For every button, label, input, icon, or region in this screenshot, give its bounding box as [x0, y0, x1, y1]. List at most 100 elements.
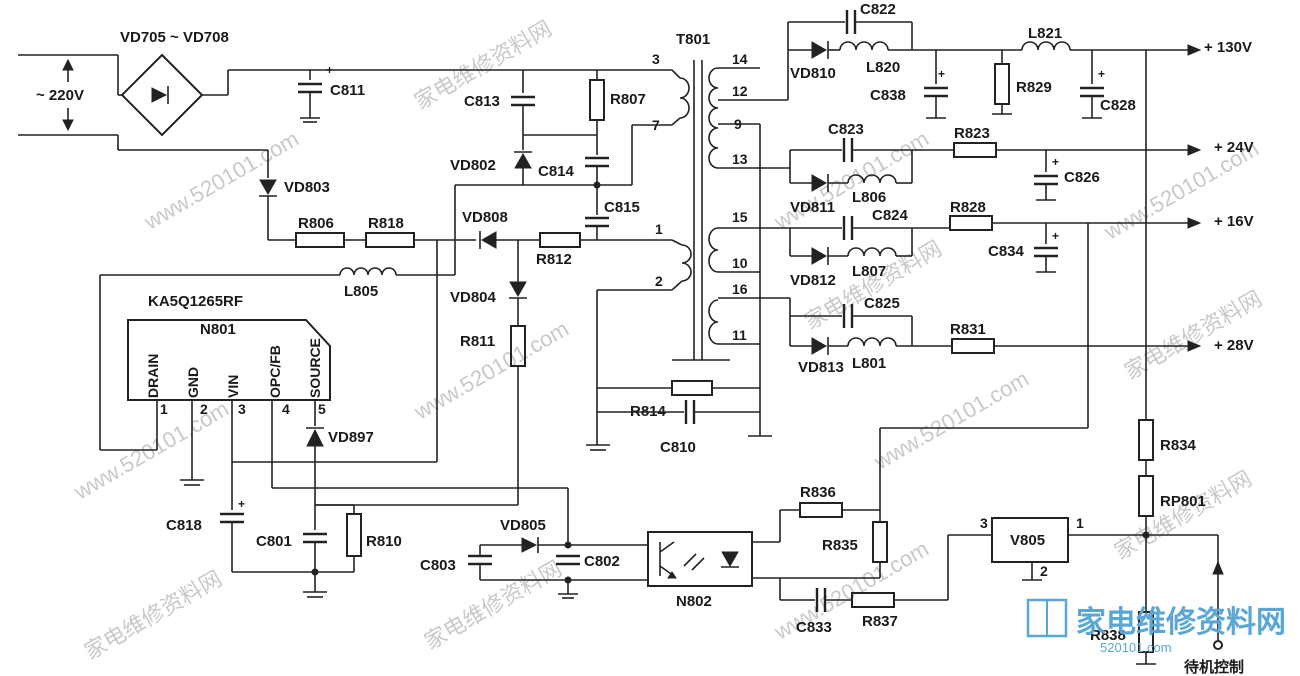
svg-text:C838: C838 [870, 87, 906, 104]
svg-text:VD813: VD813 [798, 359, 844, 376]
svg-text:1: 1 [1076, 515, 1084, 531]
watermark-text: 家电维修资料网 [1120, 286, 1266, 385]
ic-ref-label: N801 [200, 321, 236, 338]
c823: C823 [828, 121, 864, 162]
svg-text:L805: L805 [344, 283, 378, 300]
svg-text:+: + [938, 67, 945, 81]
svg-text:R818: R818 [368, 215, 404, 232]
svg-text:GND: GND [185, 367, 201, 398]
svg-text:C826: C826 [1064, 169, 1100, 186]
c811: + C811 [298, 63, 365, 123]
svg-text:C813: C813 [464, 93, 500, 110]
r807: R807 [589, 79, 646, 121]
svg-text:R811: R811 [460, 333, 495, 350]
svg-text:VD812: VD812 [790, 272, 836, 289]
c822: C822 [845, 1, 896, 34]
svg-text:R828: R828 [950, 199, 986, 216]
svg-text:3: 3 [980, 515, 988, 531]
svg-text:VD808: VD808 [462, 209, 508, 226]
svg-text:VD802: VD802 [450, 157, 496, 174]
vd805: VD805 [500, 517, 546, 553]
svg-text:C803: C803 [420, 557, 456, 574]
r814: R814 [630, 380, 713, 420]
svg-text:R829: R829 [1016, 79, 1052, 96]
svg-text:C833: C833 [796, 619, 832, 636]
svg-text:5: 5 [318, 401, 326, 417]
watermark-text: 家电维修资料网 [80, 566, 226, 665]
c803: C803 [420, 554, 492, 574]
svg-text:C810: C810 [660, 439, 696, 456]
vd810: VD810 [790, 41, 836, 82]
svg-text:C814: C814 [538, 163, 575, 180]
svg-text:家电维修资料网: 家电维修资料网 [1076, 605, 1286, 640]
c813: C813 [464, 93, 535, 110]
svg-text:15: 15 [732, 209, 748, 225]
svg-text:11: 11 [732, 327, 747, 343]
vd813: VD813 [798, 337, 844, 376]
watermark-layer: 家电维修资料网 www.520101.com www.520101.com ww… [69, 16, 1266, 665]
watermark-text: www.520101.com [869, 366, 1033, 475]
vd897: VD897 [306, 427, 374, 447]
standby-control-label: 待机控制 [1184, 658, 1244, 676]
svg-text:T801: T801 [676, 31, 710, 48]
svg-text:2: 2 [1040, 563, 1048, 579]
c814: C814 [538, 156, 609, 180]
svg-text:C834: C834 [988, 243, 1025, 260]
transformer-t801: T801 3 7 1 2 14 12 9 13 15 10 1 [652, 31, 760, 361]
svg-text:VD803: VD803 [284, 179, 330, 196]
svg-text:C801: C801 [256, 533, 292, 550]
svg-text:2: 2 [200, 401, 208, 417]
site-logo: 家电维修资料网 520101.com [1026, 598, 1286, 655]
l806: L806 [847, 174, 897, 206]
r812: R812 [536, 232, 581, 268]
watermark-text: www.520101.com [139, 126, 303, 235]
r836: R836 [799, 484, 843, 518]
svg-text:R836: R836 [800, 484, 836, 501]
svg-text:4: 4 [282, 401, 290, 417]
svg-text:+: + [1052, 229, 1059, 243]
svg-text:C815: C815 [604, 199, 640, 216]
output-130v: + 130V [1204, 39, 1252, 56]
svg-text:OPC/FB: OPC/FB [267, 345, 283, 398]
svg-text:+: + [238, 497, 245, 511]
svg-text:C802: C802 [584, 553, 620, 570]
r835: R835 [822, 521, 888, 563]
svg-text:520101.com: 520101.com [1100, 640, 1172, 655]
watermark-text: 家电维修资料网 [1110, 466, 1256, 565]
l820: L820 [839, 41, 900, 76]
r806: R806 [295, 215, 345, 248]
r823: R823 [953, 125, 997, 158]
svg-text:R807: R807 [610, 91, 646, 108]
svg-text:VD810: VD810 [790, 65, 836, 82]
svg-text:+: + [326, 63, 333, 77]
svg-text:7: 7 [652, 117, 660, 133]
svg-text:+: + [1098, 67, 1105, 81]
svg-text:VD804: VD804 [450, 289, 497, 306]
ac-input-label: ~ 220V [36, 87, 84, 104]
vd808: VD808 [462, 209, 508, 249]
c828: + C828 [1080, 67, 1136, 114]
r831: R831 [950, 321, 995, 354]
svg-text:13: 13 [732, 151, 748, 167]
ic-n801: KA5Q1265RF N801 DRAIN GND VIN OPC/FB SOU… [127, 293, 331, 417]
svg-text:L821: L821 [1028, 25, 1062, 42]
c824: C824 [842, 207, 909, 240]
svg-text:3: 3 [652, 51, 660, 67]
ac-input: ~ 220V [18, 54, 268, 151]
c810: C810 [660, 400, 696, 456]
svg-text:DRAIN: DRAIN [145, 354, 161, 398]
svg-text:R812: R812 [536, 251, 572, 268]
c815: C815 [585, 199, 640, 228]
svg-text:+: + [1052, 155, 1059, 169]
svg-text:V805: V805 [1010, 532, 1045, 549]
svg-text:L806: L806 [852, 189, 886, 206]
svg-text:C825: C825 [864, 295, 900, 312]
svg-text:R806: R806 [298, 215, 334, 232]
r834: R834 [1138, 419, 1197, 461]
output-24v: + 24V [1214, 139, 1254, 156]
svg-text:C822: C822 [860, 1, 896, 18]
svg-text:VD805: VD805 [500, 517, 546, 534]
r828: R828 [949, 199, 993, 231]
svg-text:2: 2 [655, 273, 663, 289]
